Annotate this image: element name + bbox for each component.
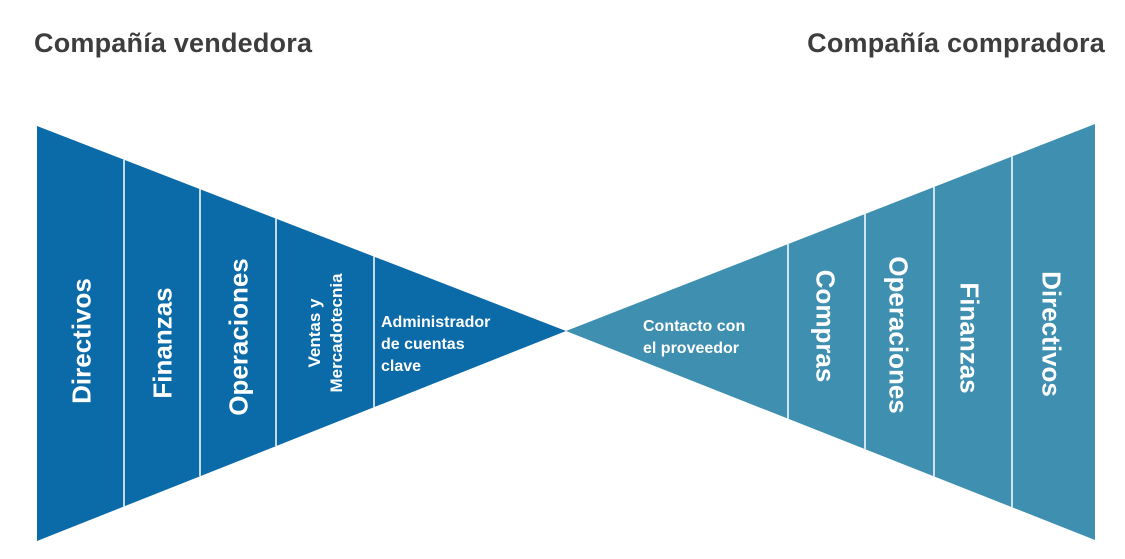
seller-triangle xyxy=(37,126,566,541)
buyer-dividers xyxy=(787,156,1013,508)
seller-segment-label-3: Operaciones xyxy=(223,258,253,416)
seller-segment-label-1: Directivos xyxy=(66,278,96,404)
buyer-company-title: Compañía compradora xyxy=(807,28,1105,58)
seller-company-title: Compañía vendedora xyxy=(34,28,313,58)
buyer-labels: Compras Operaciones Finanzas Directivos Cont… xyxy=(643,256,1067,414)
buyer-segment-label-1: Compras xyxy=(811,270,841,383)
seller-dividers xyxy=(123,159,375,507)
seller-segment-label-2: Finanzas xyxy=(147,287,177,398)
buyer-segment-label-4: Directivos xyxy=(1037,271,1067,397)
buyer-segment-label-2: Operaciones xyxy=(884,256,914,414)
buyer-segment-label-3: Finanzas xyxy=(955,282,985,393)
buyer-triangle xyxy=(566,124,1095,540)
